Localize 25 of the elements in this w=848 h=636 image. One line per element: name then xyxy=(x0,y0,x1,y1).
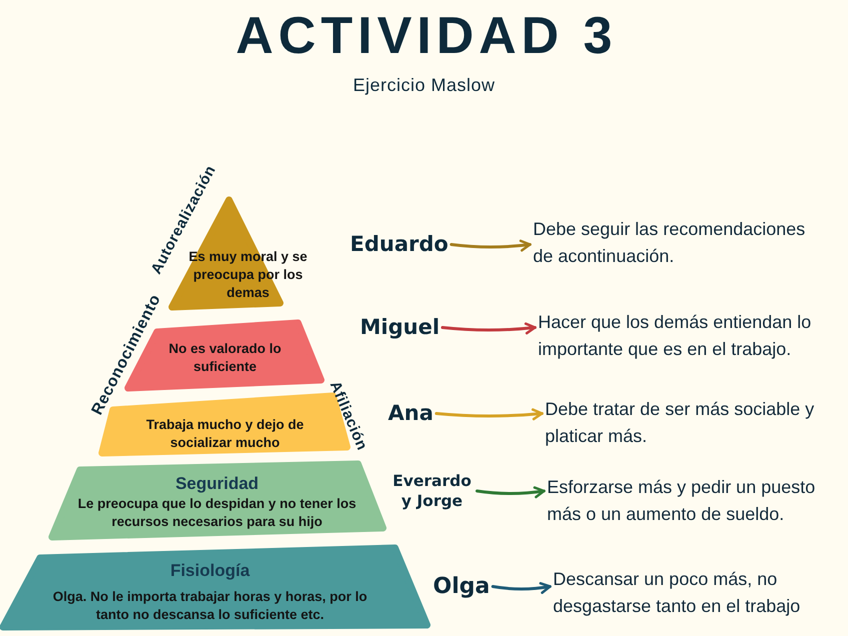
person-name: Everardo y Jorge xyxy=(390,471,474,511)
pyramid-level xyxy=(50,462,385,540)
arrow xyxy=(476,486,546,498)
person-name: Olga xyxy=(433,572,490,601)
arrow xyxy=(434,408,544,420)
pyramid-level xyxy=(1,546,428,629)
recommendation-text: Hacer que los demás entiendan lo importante que es en el trabajo. xyxy=(538,309,820,363)
arrow xyxy=(441,322,536,334)
person-name: Eduardo xyxy=(350,231,448,258)
recommendation-text: Descansar un poco más, no desgastarse tanto en el trabajo xyxy=(553,566,835,620)
arrow xyxy=(491,582,552,594)
title: ACTIVIDAD 3 xyxy=(234,8,618,64)
level-title: Seguridad xyxy=(175,474,259,494)
level-title: Fisiología xyxy=(170,561,250,581)
person-name: Ana xyxy=(388,400,434,427)
subtitle: Ejercicio Maslow xyxy=(352,74,496,96)
recommendation-text: Esforzarse más y pedir un puesto más o un aumento de sueldo. xyxy=(547,474,829,528)
level-description: Le preocupa que lo despidan y no tener los recursos necesarios para su hijo xyxy=(76,495,358,531)
recommendation-text: Debe tratar de ser más sociable y platicar más. xyxy=(545,396,827,450)
person-name: Miguel xyxy=(360,314,440,341)
level-description: Trabaja mucho y dejo de socializar mucho xyxy=(145,416,305,452)
recommendation-text: Debe seguir las recomendaciones de acontinuación. xyxy=(533,216,815,270)
level-description: No es valorado lo suficiente xyxy=(168,340,282,376)
level-description: Olga. No le importa trabajar horas y horas, por lo tanto no descansa lo suficiente etc. xyxy=(52,588,368,624)
arrow xyxy=(450,240,532,252)
